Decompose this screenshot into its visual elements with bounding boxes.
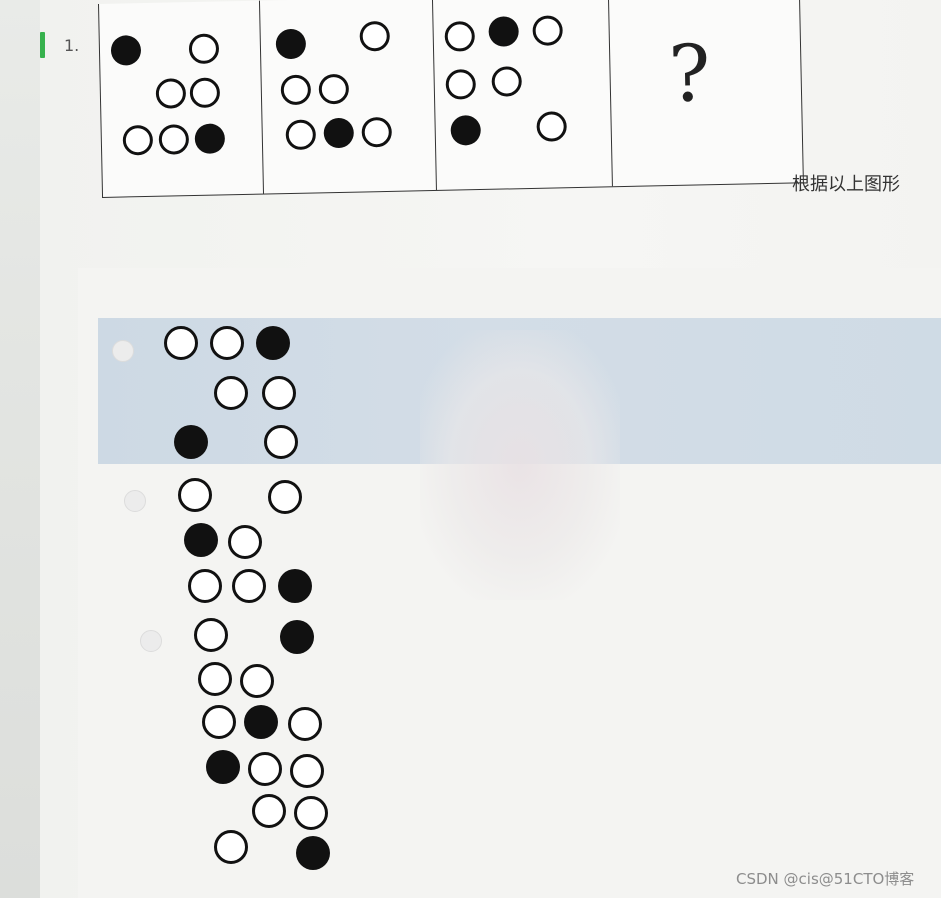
open-circle xyxy=(189,77,221,109)
option-radio-2[interactable] xyxy=(124,490,146,512)
question-number: 1. xyxy=(64,36,80,55)
open-circle xyxy=(194,618,228,652)
open-circle xyxy=(198,662,232,696)
filled-circle xyxy=(278,569,312,603)
question-mark: ? xyxy=(667,29,712,121)
open-circle xyxy=(252,794,286,828)
filled-circle xyxy=(206,750,240,784)
open-circle xyxy=(262,376,296,410)
panel-1 xyxy=(98,0,265,197)
filled-circle xyxy=(194,123,226,154)
open-circle xyxy=(232,569,266,603)
question-text: 根据以上图形 xyxy=(792,174,900,195)
filled-circle xyxy=(275,28,307,60)
open-circle xyxy=(491,66,523,97)
open-circle xyxy=(164,326,198,360)
question-marker xyxy=(40,32,45,58)
open-circle xyxy=(359,20,391,52)
filled-circle xyxy=(488,16,519,47)
open-circle xyxy=(264,425,298,459)
open-circle xyxy=(536,111,567,142)
open-circle xyxy=(178,478,212,512)
panel-2 xyxy=(259,0,437,194)
filled-circle xyxy=(184,523,218,557)
open-circle xyxy=(122,124,154,156)
open-circle xyxy=(214,376,248,410)
filled-circle xyxy=(296,836,330,870)
open-circle xyxy=(188,33,220,65)
open-circle xyxy=(280,74,312,106)
open-circle xyxy=(318,73,350,105)
open-circle xyxy=(444,21,476,52)
open-circle xyxy=(188,569,222,603)
option-radio-3[interactable] xyxy=(140,630,162,652)
puzzle-figure: ? xyxy=(98,0,804,198)
open-circle xyxy=(228,525,262,559)
filled-circle xyxy=(110,35,142,66)
filled-circle xyxy=(256,326,290,360)
filled-circle xyxy=(323,117,355,149)
filled-circle xyxy=(174,425,208,459)
filled-circle xyxy=(450,115,482,146)
open-circle xyxy=(294,796,328,830)
open-circle xyxy=(268,480,302,514)
filled-circle xyxy=(280,620,314,654)
open-circle xyxy=(210,326,244,360)
open-circle xyxy=(285,119,317,151)
open-circle xyxy=(155,78,187,109)
open-circle xyxy=(240,664,274,698)
panel-3 xyxy=(432,0,613,190)
open-circle xyxy=(248,752,282,786)
open-circle xyxy=(158,124,190,155)
open-circle xyxy=(532,15,563,46)
open-circle xyxy=(361,116,393,148)
open-circle xyxy=(290,754,324,788)
option-radio-1[interactable] xyxy=(112,340,134,362)
blurred-region xyxy=(420,330,620,600)
open-circle xyxy=(214,830,248,864)
watermark: CSDN @cis@51CTO博客 xyxy=(736,870,915,888)
panel-question: ? xyxy=(609,0,803,186)
open-circle xyxy=(445,69,477,100)
filled-circle xyxy=(244,705,278,739)
open-circle xyxy=(202,705,236,739)
open-circle xyxy=(288,707,322,741)
